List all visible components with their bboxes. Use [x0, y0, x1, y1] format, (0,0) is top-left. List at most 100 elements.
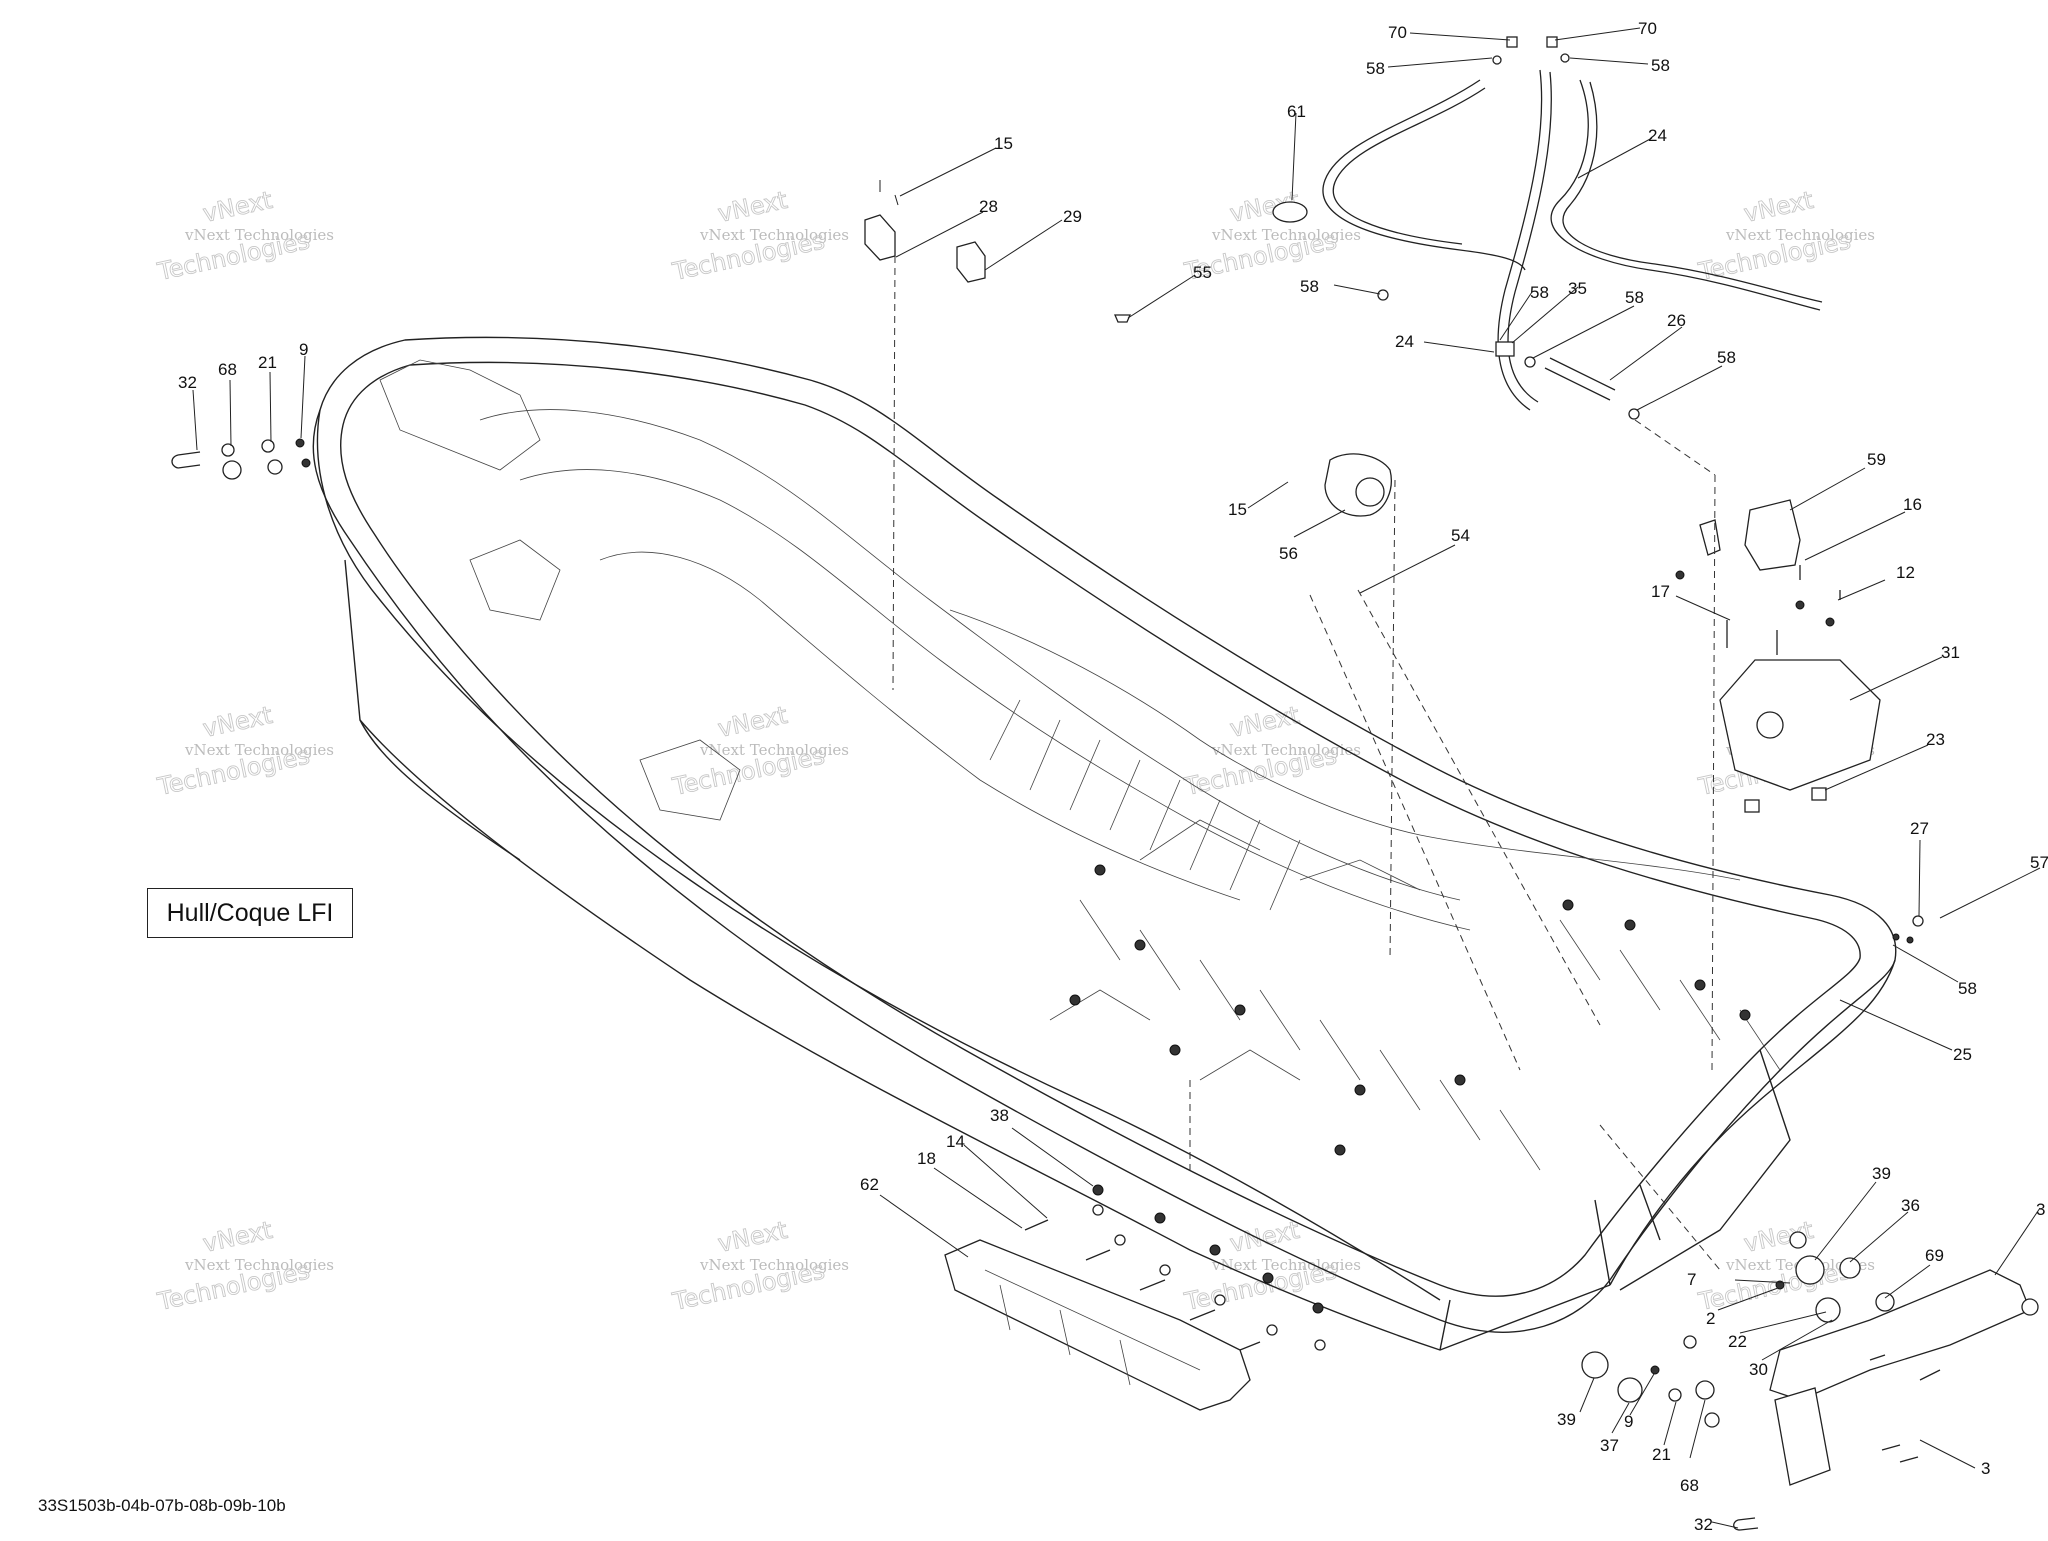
callout-54: 54	[1451, 526, 1470, 545]
hull-outer-rim	[312, 336, 1897, 1333]
watermark-line: vNext Technologies	[184, 1256, 334, 1274]
hull-ribs	[989, 699, 1781, 1171]
watermark-line: vNext Technologies	[699, 226, 849, 244]
hose-24-upper	[1322, 79, 1526, 271]
box-31	[1719, 659, 1881, 791]
watermark-line: vNext Technologies	[1211, 741, 1361, 759]
hull-seat-channel	[479, 409, 1471, 931]
watermark: vNext Technologies vNext Technologies	[154, 185, 334, 286]
callout-16: 16	[1903, 495, 1922, 514]
callout-36: 36	[1901, 1196, 1920, 1215]
box-59	[1744, 499, 1801, 571]
callout-69: 69	[1925, 1246, 1944, 1265]
callout-70-left: 70	[1388, 23, 1407, 42]
callout-21: 21	[258, 353, 277, 372]
callout-9: 9	[1624, 1412, 1633, 1431]
watermark: vNext Technologies vNext Technologies	[1695, 185, 1875, 286]
callout-39: 39	[1557, 1410, 1576, 1429]
callout-18: 18	[917, 1149, 936, 1168]
watermark-outline: vNext	[200, 186, 274, 228]
hull-inner-rim	[340, 361, 1861, 1297]
callout-3-edge: 3	[2036, 1200, 2045, 1219]
callout-2: 2	[1706, 1309, 1715, 1328]
callout-58: 58	[1651, 56, 1670, 75]
callout-55: 55	[1193, 263, 1212, 282]
watermarks: vNext Technologies vNext Technologies vN…	[154, 185, 1875, 1316]
callout-58: 58	[1717, 348, 1736, 367]
bolt-15b	[894, 194, 899, 206]
watermark-line: vNext Technologies	[1725, 226, 1875, 244]
fasteners	[171, 438, 2039, 1531]
watermark: vNext Technologies vNext Technologies	[1181, 700, 1361, 801]
hull-bow-detail	[379, 359, 741, 821]
watermark: vNext Technologies vNext Technologies	[154, 1215, 334, 1316]
callout-28: 28	[979, 197, 998, 216]
watermark-outline: vNext	[1227, 1216, 1301, 1258]
intake-guard-62	[944, 1239, 1251, 1411]
watermark: vNext Technologies vNext Technologies	[669, 700, 849, 801]
callout-58: 58	[1366, 59, 1385, 78]
callout-24: 24	[1648, 126, 1667, 145]
step-pad	[1774, 1387, 1831, 1486]
dash-line	[1357, 589, 1601, 1026]
callout-12: 12	[1896, 563, 1915, 582]
callout-58: 58	[1625, 288, 1644, 307]
intake-guard-ribs	[984, 1269, 1201, 1386]
reboard-step	[1769, 1269, 2031, 1401]
watermark-line: vNext Technologies	[699, 741, 849, 759]
callout-68: 68	[1680, 1476, 1699, 1495]
callout-7: 7	[1687, 1270, 1696, 1289]
callout-58: 58	[1300, 277, 1319, 296]
callout-62: 62	[860, 1175, 879, 1194]
callout-9: 9	[299, 340, 308, 359]
dash-line	[1389, 479, 1396, 961]
callout-26: 26	[1667, 311, 1686, 330]
dash-line	[892, 255, 896, 691]
callout-24: 24	[1395, 332, 1414, 351]
watermark-line: vNext Technologies	[184, 741, 334, 759]
watermark-outline: vNext	[715, 186, 789, 228]
watermark-line: vNext Technologies	[1211, 226, 1361, 244]
hull-drawing	[312, 336, 1897, 1351]
callout-25: 25	[1953, 1045, 1972, 1064]
dash-line	[1634, 419, 1716, 476]
hull-side	[316, 409, 1611, 1351]
callout-15: 15	[1228, 500, 1247, 519]
callout-39: 39	[1872, 1164, 1891, 1183]
bracket-29	[956, 241, 986, 283]
hull-keel-line	[359, 719, 1896, 1351]
callout-29: 29	[1063, 207, 1082, 226]
hull-footwell	[949, 609, 1741, 1081]
hose-24-right	[1550, 79, 1823, 311]
bracket-28	[864, 214, 896, 261]
callout-37: 37	[1600, 1436, 1619, 1455]
callout-numbers: 70 70 58 58 61 24 15 28 29 55 58 58 35 5…	[178, 19, 2048, 1534]
callout-58: 58	[1530, 283, 1549, 302]
callout-61: 61	[1287, 102, 1306, 121]
diagram-reference-code: 33S1503b-04b-07b-08b-09b-10b	[38, 1496, 286, 1515]
connector-59	[1699, 519, 1721, 556]
callout-14: 14	[946, 1132, 965, 1151]
callout-30: 30	[1749, 1360, 1768, 1379]
callout-21: 21	[1652, 1445, 1671, 1464]
callout-17: 17	[1651, 582, 1670, 601]
callout-57: 57	[2030, 853, 2048, 872]
callout-35: 35	[1568, 279, 1587, 298]
callout-23: 23	[1926, 730, 1945, 749]
ring-61	[1272, 201, 1308, 223]
callout-15: 15	[994, 134, 1013, 153]
callout-27: 27	[1910, 819, 1929, 838]
watermark: vNext Technologies vNext Technologies	[154, 700, 334, 801]
watermark-outline: vNext	[1741, 186, 1815, 228]
callout-56: 56	[1279, 544, 1298, 563]
callout-31: 31	[1941, 643, 1960, 662]
hose-26	[1544, 357, 1616, 401]
dash-line	[1599, 1124, 1721, 1271]
callout-32: 32	[1694, 1515, 1713, 1534]
dash-line	[1309, 594, 1521, 1071]
callout-58: 58	[1958, 979, 1977, 998]
watermark: vNext Technologies vNext Technologies	[669, 1215, 849, 1316]
callout-70-right: 70	[1638, 19, 1657, 38]
watermark: vNext Technologies vNext Technologies	[669, 185, 849, 286]
